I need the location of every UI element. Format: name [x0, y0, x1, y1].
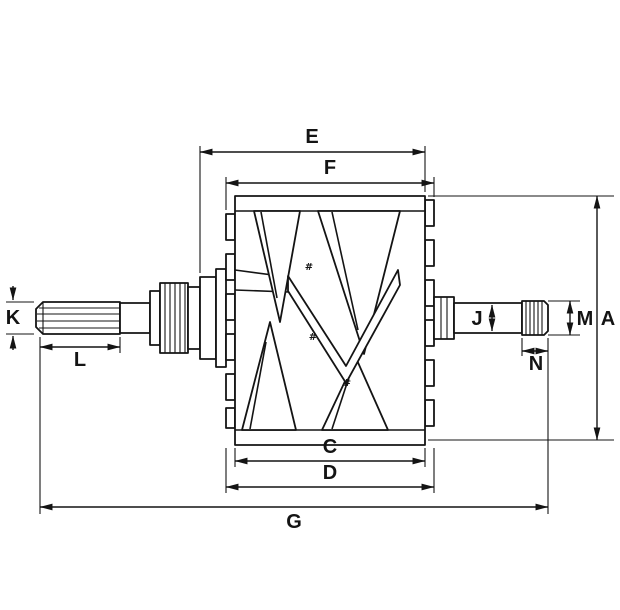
dimension-L: L: [39, 337, 121, 371]
dim-label-j: J: [471, 308, 482, 330]
dimension-K: K: [6, 286, 34, 350]
dimension-E: E: [199, 126, 426, 273]
rotor-body: # # #: [225, 195, 435, 446]
dim-label-c: C: [323, 436, 337, 458]
claw-pole-center-v: [287, 269, 401, 384]
shaft-plain-right: [453, 302, 523, 334]
dim-label-d: D: [323, 462, 337, 484]
dimension-D: D: [225, 448, 435, 493]
slip-ring-collar: [433, 296, 455, 340]
dimension-G: G: [39, 337, 549, 533]
shaft-plain-left: [119, 302, 151, 334]
hash-mark: #: [305, 262, 313, 273]
dim-label-e: E: [305, 126, 318, 148]
dim-label-g: G: [286, 511, 302, 533]
dim-label-m: M: [577, 308, 594, 330]
left-shaft: [35, 268, 227, 368]
hash-mark: #: [309, 332, 317, 343]
dimension-M: M: [548, 300, 594, 336]
dimension-F: F: [225, 157, 435, 210]
dimension-A: A: [428, 195, 615, 441]
dimension-J: J: [471, 304, 496, 332]
dim-label-k: K: [6, 307, 21, 329]
dim-label-a: A: [601, 308, 615, 330]
hash-mark: #: [343, 378, 351, 389]
dimension-C: C: [234, 436, 426, 467]
claw-pole-up-right: [321, 357, 389, 431]
shaft-knurl: [159, 282, 189, 354]
claw-pole-down-right: [317, 210, 401, 355]
dim-label-l: L: [74, 349, 86, 371]
right-shaft: [433, 296, 549, 340]
dim-label-n: N: [529, 353, 543, 375]
dim-label-f: F: [324, 157, 336, 179]
dimension-N: N: [521, 338, 549, 375]
